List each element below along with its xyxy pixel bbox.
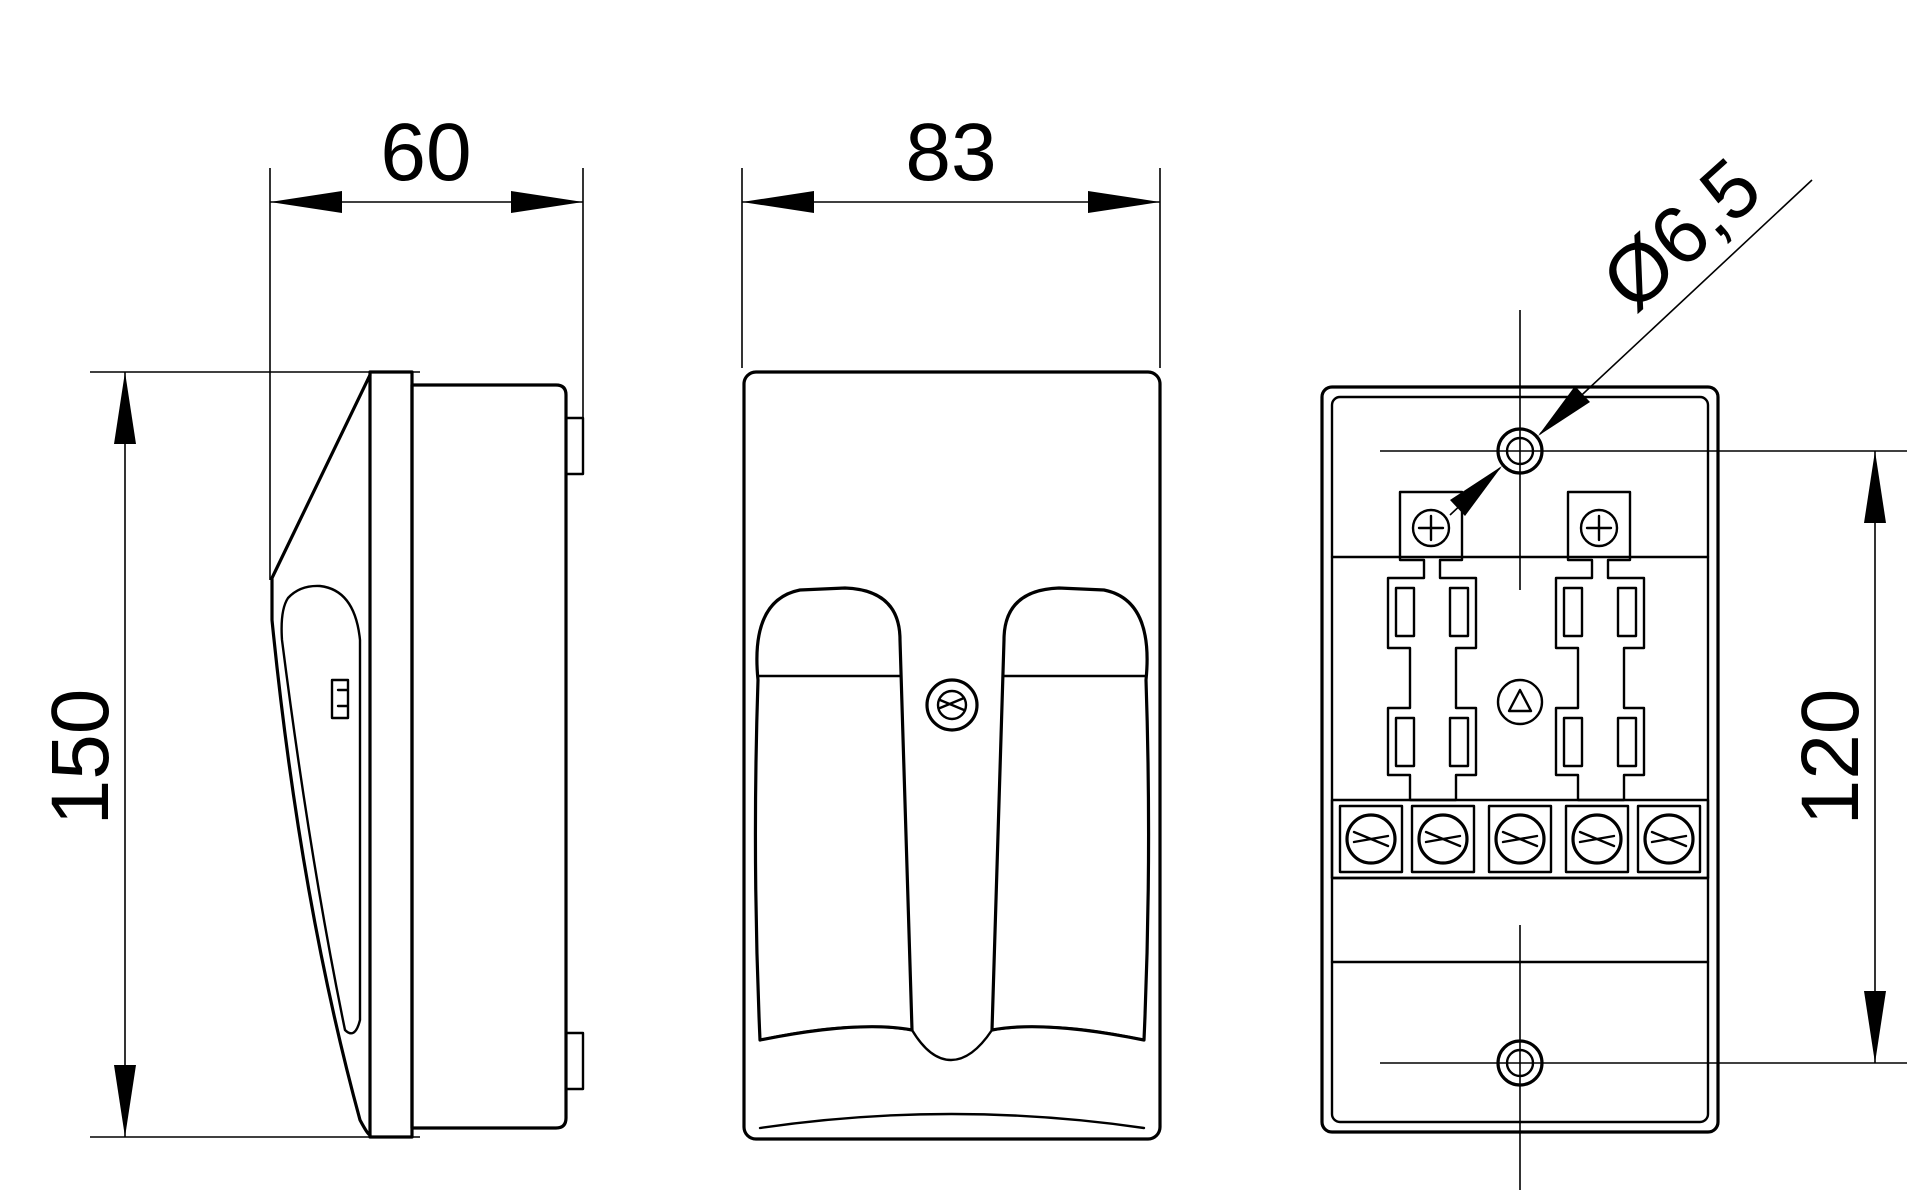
side-view: 60 150	[35, 107, 585, 1139]
side-body	[410, 383, 568, 1130]
side-cover	[270, 373, 372, 1137]
terminal-block	[1330, 798, 1710, 880]
fuse-carrier-right	[1554, 490, 1646, 802]
dimension-mount-spacing: 120	[1785, 451, 1886, 1063]
mount-hole-bottom	[1496, 1039, 1544, 1087]
front-center-screw	[925, 678, 979, 732]
front-housing	[742, 370, 1162, 1141]
mount-spacing-label: 120	[1785, 689, 1876, 826]
dimension-side-width: 60	[269, 107, 584, 580]
terminal-screw	[1487, 804, 1553, 874]
front-lower-shell	[758, 1025, 1146, 1062]
side-width-label: 60	[380, 107, 471, 198]
height-label: 150	[35, 689, 126, 826]
dimension-height: 150	[35, 371, 420, 1138]
side-tab-bottom	[564, 1031, 585, 1091]
fuse-carrier-left	[1386, 490, 1478, 802]
side-tab-top	[564, 416, 585, 476]
front-right-handle	[990, 586, 1151, 1042]
warning-triangle-icon	[1496, 678, 1544, 726]
front-bottom-lip	[758, 1112, 1146, 1130]
hole-diameter-label: Ø6,5	[1585, 141, 1778, 328]
side-flange	[368, 370, 414, 1139]
dimension-front-width: 83	[741, 107, 1161, 368]
mount-hole-top	[1496, 427, 1544, 475]
terminal-screw	[1338, 804, 1404, 874]
front-left-handle	[753, 586, 914, 1042]
side-handle-recess	[280, 584, 362, 1035]
dimension-hole-diameter: Ø6,5	[1449, 141, 1813, 516]
open-view: Ø6,5 120	[1320, 141, 1907, 1190]
front-width-label: 83	[905, 107, 996, 198]
side-latch	[330, 678, 350, 720]
terminal-screw	[1636, 804, 1702, 874]
terminal-screw	[1410, 804, 1476, 874]
terminal-screw	[1564, 804, 1630, 874]
front-view: 83	[741, 107, 1162, 1141]
